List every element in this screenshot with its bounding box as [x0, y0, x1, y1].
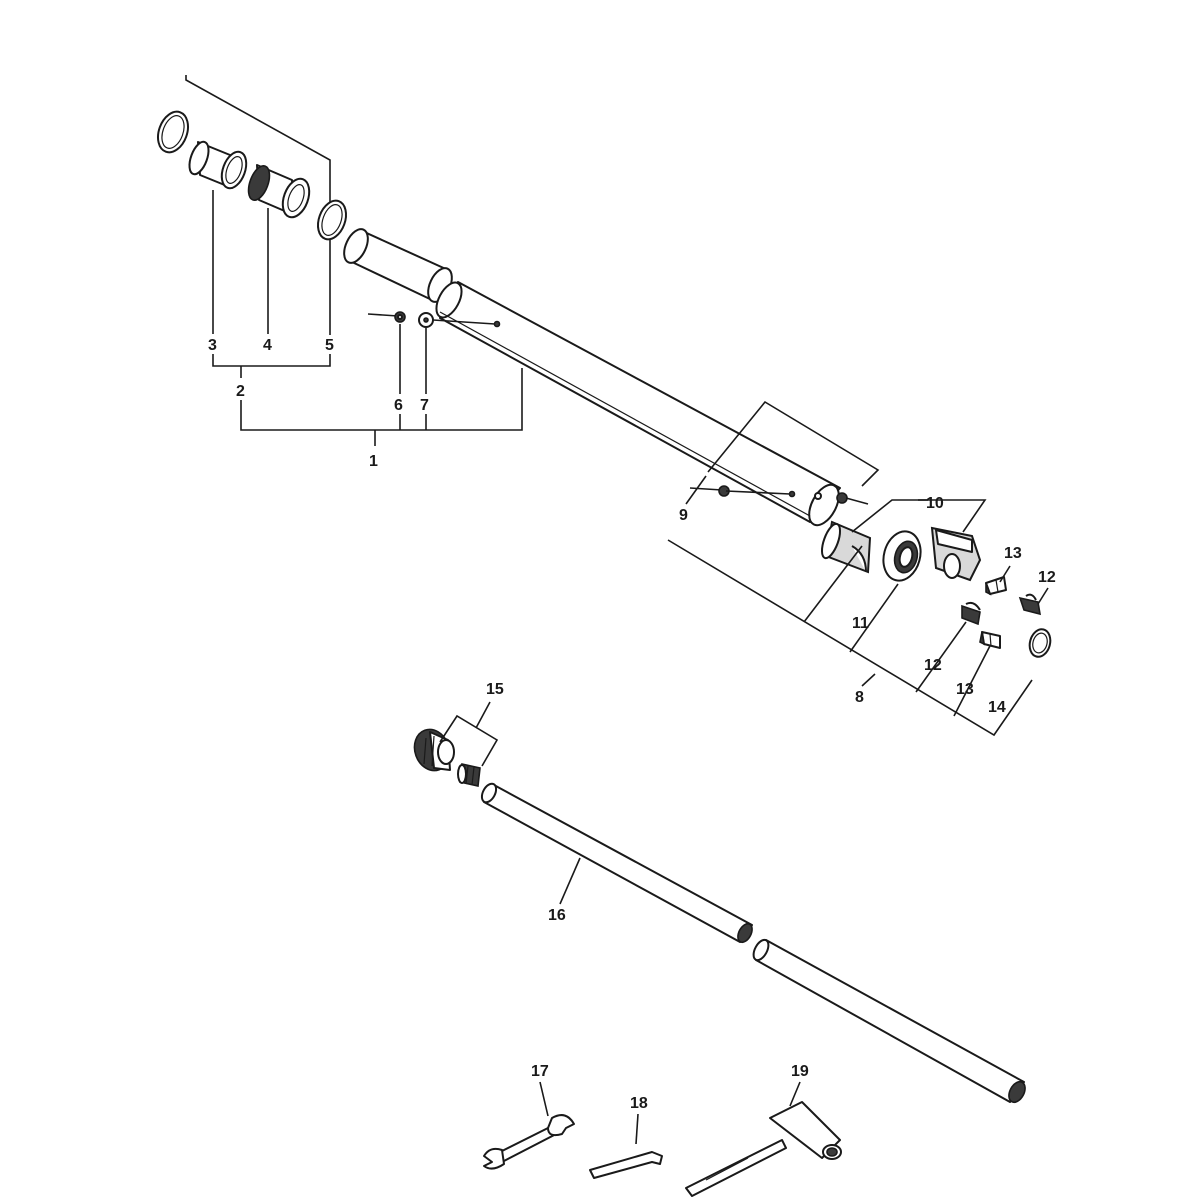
callout-1: 1: [369, 453, 378, 470]
clip-icon: [985, 565, 1011, 596]
callout-17: 17: [531, 1063, 549, 1080]
leader-9: [685, 475, 707, 505]
spark-plug-wrench-icon: [685, 1101, 842, 1197]
leader-group-1-top: [185, 75, 331, 335]
leader-group-9: [707, 400, 880, 487]
callout-6: 6: [394, 397, 403, 414]
leader-group-15: [439, 714, 499, 767]
leader-18: [635, 1113, 639, 1145]
clamp-icon: [820, 520, 872, 574]
callout-16: 16: [548, 907, 566, 924]
leader-17: [539, 1081, 549, 1117]
leader-group-1: [240, 368, 523, 431]
spring-pin-icon: [961, 601, 981, 626]
ball-bearing-icon: [882, 530, 922, 582]
callout-3: 3: [208, 337, 217, 354]
hex-key-icon: [589, 1151, 663, 1179]
callout-13a: 13: [1004, 545, 1022, 562]
clip-icon: [979, 631, 1001, 649]
leader-group-2: [212, 354, 331, 367]
bushing-icon: [188, 140, 248, 190]
callout-7: 7: [420, 397, 429, 414]
shaft-tube-icon: [435, 281, 841, 527]
leader-13b: [953, 639, 994, 717]
callout-13b: 13: [956, 681, 974, 698]
bolt-icon: [367, 311, 406, 323]
spring-pin-icon: [1018, 587, 1049, 616]
snap-ring-icon: [1028, 628, 1052, 658]
washer-icon: [418, 312, 501, 328]
callout-19: 19: [791, 1063, 809, 1080]
leader-19: [789, 1081, 801, 1107]
callout-10: 10: [926, 495, 944, 512]
callout-14: 14: [988, 699, 1006, 716]
leader-12b: [915, 621, 967, 693]
shaft-tube-icon: [343, 228, 453, 303]
leader-group-8: [667, 539, 1033, 737]
callout-15: 15: [486, 681, 504, 698]
callout-11: 11: [852, 615, 869, 632]
leader-11: [849, 583, 899, 653]
bearing-sleeve-icon: [247, 164, 311, 219]
drive-shaft-icon: [752, 938, 1026, 1104]
leader-group-10: [851, 499, 987, 533]
wrench-icon: [483, 1114, 575, 1170]
leader-16: [559, 857, 581, 905]
callout-8: 8: [855, 689, 864, 706]
leader-8-10: [803, 545, 863, 623]
callout-2: 2: [236, 383, 245, 400]
callout-5: 5: [325, 337, 334, 354]
callout-9: 9: [679, 507, 688, 524]
callout-12a: 12: [1038, 569, 1056, 586]
leader-8: [861, 673, 876, 687]
retaining-ring-icon: [316, 199, 348, 241]
coupler-icon: [413, 728, 455, 772]
bolt-icon: [689, 485, 869, 505]
callout-18: 18: [630, 1095, 648, 1112]
leader-15: [475, 701, 491, 729]
callout-12b: 12: [924, 657, 942, 674]
retaining-ring-icon: [157, 110, 189, 154]
bracket-icon: [930, 526, 982, 582]
callout-4: 4: [263, 337, 272, 354]
coupler-icon: [457, 763, 481, 787]
drive-shaft-icon: [480, 782, 753, 944]
